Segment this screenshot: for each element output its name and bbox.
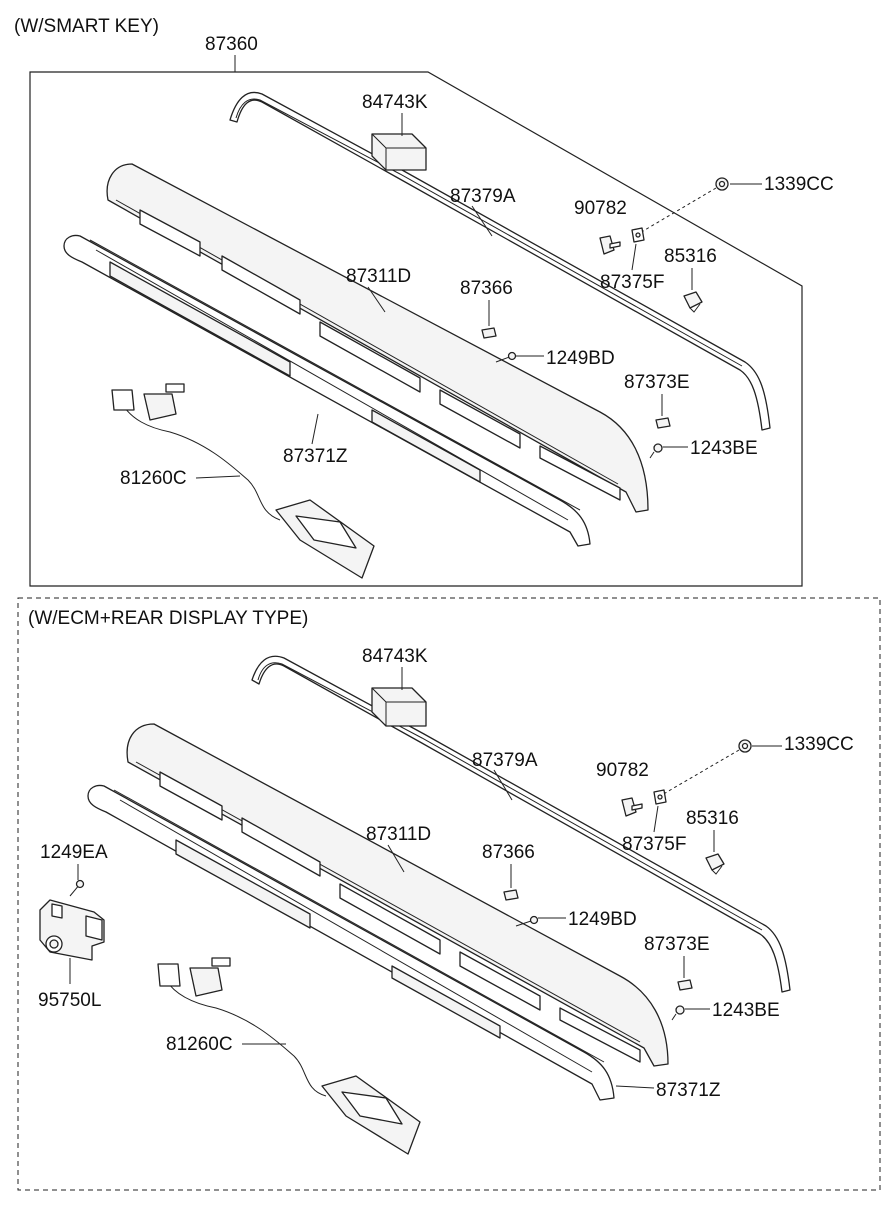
leader-87379A — [471, 205, 493, 237]
clip-90782[interactable] — [621, 797, 643, 817]
leader-87379A — [493, 769, 513, 801]
garnish-87371Z[interactable] — [87, 784, 615, 1101]
label-90782[interactable]: 90782 — [574, 198, 627, 219]
label-84743K[interactable]: 84743K — [362, 92, 428, 113]
label-1249BD[interactable]: 1249BD — [568, 909, 637, 930]
pad-87366[interactable] — [503, 889, 519, 901]
leader-81260C — [195, 475, 241, 479]
label-87373E[interactable]: 87373E — [624, 372, 690, 393]
block-84743K[interactable] — [371, 687, 427, 727]
leader-87371Z — [311, 413, 319, 445]
pad-87373E[interactable] — [655, 417, 671, 429]
garnish-87311D[interactable] — [126, 723, 669, 1067]
clip-85316[interactable] — [705, 853, 725, 875]
harness-81260C[interactable] — [111, 383, 375, 579]
section-ecm-rear-display: (W/ECM+REAR DISPLAY TYPE) 87379A 84743K … — [17, 597, 881, 1191]
label-1243BE[interactable]: 1243BE — [690, 438, 758, 459]
leader-87371Z — [615, 1085, 655, 1089]
clip-85316[interactable] — [683, 291, 703, 313]
screw-1243BE[interactable] — [649, 443, 663, 459]
label-87366[interactable]: 87366 — [482, 842, 535, 863]
label-87311D[interactable]: 87311D — [366, 824, 431, 845]
label-95750L[interactable]: 95750L — [38, 990, 101, 1011]
clip-90782[interactable] — [599, 235, 621, 255]
section-frame-dashed — [17, 597, 881, 1191]
pad-87366[interactable] — [481, 327, 497, 339]
section-smart-key: (W/SMART KEY) 87360 87379A 84743K 87311D — [14, 16, 834, 587]
label-90782[interactable]: 90782 — [596, 760, 649, 781]
camera-95750L[interactable] — [39, 899, 105, 961]
section-title: (W/ECM+REAR DISPLAY TYPE) — [28, 608, 308, 629]
label-85316[interactable]: 85316 — [686, 808, 739, 829]
garnish-87371Z[interactable] — [63, 234, 591, 547]
block-84743K[interactable] — [371, 133, 427, 171]
dash-1339CC — [659, 749, 740, 797]
weatherstrip-87379A[interactable] — [229, 91, 771, 431]
label-87379A[interactable]: 87379A — [450, 186, 516, 207]
label-84743K[interactable]: 84743K — [362, 646, 428, 667]
leader-87311D — [367, 286, 386, 313]
leader-87375F — [631, 243, 637, 271]
screw-1249BD[interactable] — [515, 915, 539, 927]
garnish-87311D[interactable] — [106, 163, 649, 513]
label-1243BE[interactable]: 1243BE — [712, 1000, 780, 1021]
screw-1243BE[interactable] — [671, 1005, 685, 1021]
label-87371Z[interactable]: 87371Z — [283, 446, 348, 467]
label-87373E[interactable]: 87373E — [644, 934, 710, 955]
label-1249EA[interactable]: 1249EA — [40, 842, 108, 863]
screw-1249EA[interactable] — [69, 879, 85, 897]
label-1249BD[interactable]: 1249BD — [546, 348, 615, 369]
label-81260C[interactable]: 81260C — [120, 468, 187, 489]
screw-1249BD[interactable] — [495, 351, 517, 363]
assembly-frame — [29, 71, 803, 587]
assembly-label-87360[interactable]: 87360 — [205, 34, 258, 55]
pad-87373E[interactable] — [677, 979, 693, 991]
harness-81260C[interactable] — [157, 957, 421, 1155]
label-1339CC[interactable]: 1339CC — [764, 174, 834, 195]
nut-1339CC[interactable] — [715, 177, 729, 191]
weatherstrip-87379A[interactable] — [251, 655, 791, 993]
dash-1339CC — [637, 187, 717, 235]
label-87366[interactable]: 87366 — [460, 278, 513, 299]
label-87379A[interactable]: 87379A — [472, 750, 538, 771]
nut-1339CC[interactable] — [738, 739, 752, 753]
washer-87375F[interactable] — [631, 227, 645, 243]
section-title: (W/SMART KEY) — [14, 16, 159, 37]
label-87375F[interactable]: 87375F — [600, 272, 664, 293]
label-81260C[interactable]: 81260C — [166, 1034, 233, 1055]
washer-87375F[interactable] — [653, 789, 667, 805]
label-87311D[interactable]: 87311D — [346, 266, 411, 287]
leader-87311D — [387, 844, 405, 873]
label-1339CC[interactable]: 1339CC — [784, 734, 854, 755]
label-87375F[interactable]: 87375F — [622, 834, 686, 855]
leader-87375F — [653, 805, 659, 833]
label-85316[interactable]: 85316 — [664, 246, 717, 267]
label-87371Z[interactable]: 87371Z — [656, 1080, 721, 1101]
